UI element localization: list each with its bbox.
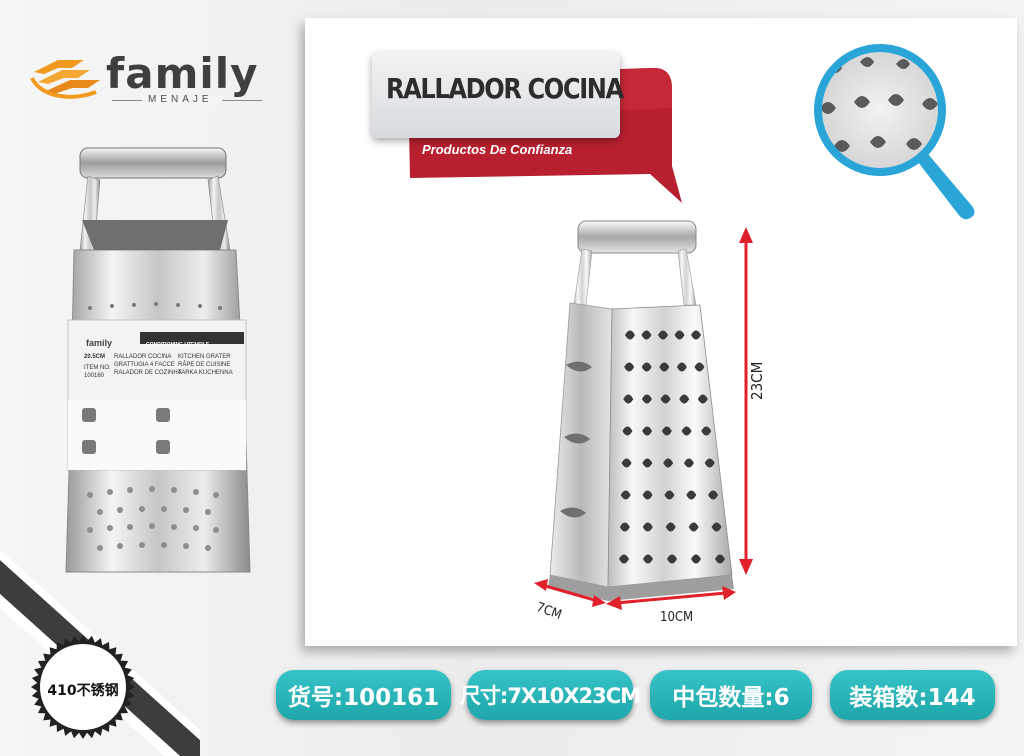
card-name-2c: TARKA KUCHENNA [178,370,233,376]
card-item-no: 100160 [84,373,105,379]
product-title: RALLADOR COCINA [386,72,624,105]
family-logo-icon [30,60,100,99]
magnifier-icon [814,44,975,220]
item-number-pill: 货号:100161 [276,670,451,720]
packaged-grater-photo [65,147,251,573]
height-arrow-icon [739,227,753,575]
card-item-label: ITEM NO: [84,365,111,371]
tagline-gap [142,96,222,105]
item-number: 货号:100161 [287,685,440,711]
size-value: 尺寸:7X10X23CM [459,684,641,708]
brand-name: family [106,49,259,98]
height-dimension: 23CM [748,361,766,400]
card-brand: family [86,338,113,348]
depth-arrow-icon [534,579,606,607]
title-box: RALLADOR COCINA [372,52,624,138]
card-name-1b: GRATTUGIA 4 FACCE [114,362,175,368]
width-dimension: 10CM [660,610,694,625]
title-banner: RALLADOR COCINA Productos De Confianza [372,48,682,203]
width-arrow-icon [606,586,736,610]
card-series: CONDITIONING UTENSILS [146,342,210,348]
card-size: 20.5CM [84,354,106,360]
material-badge [31,635,135,739]
product-subtitle: Productos De Confianza [422,142,573,157]
card-name-1c: RALADOR DE COZINHA [114,370,182,376]
carton-pill: 装箱数:144 [830,670,995,720]
card-name-1a: RALLADOR COCINA [114,354,172,360]
card-name-2b: RÂPE DE CUISINE [178,362,231,368]
carton-value: 装箱数:144 [849,685,976,711]
inner-pack-value: 中包数量:6 [672,685,790,711]
card-name-2a: KITCHEN GRATER [178,354,231,360]
material-badge-label: 410不锈钢 [47,683,119,699]
brand-logo: family MENAJE [30,48,265,108]
inner-pack-pill: 中包数量:6 [650,670,812,720]
grater-illustration [534,220,753,610]
brand-tagline: MENAJE [148,94,213,105]
size-pill: 尺寸:7X10X23CM [460,670,641,720]
